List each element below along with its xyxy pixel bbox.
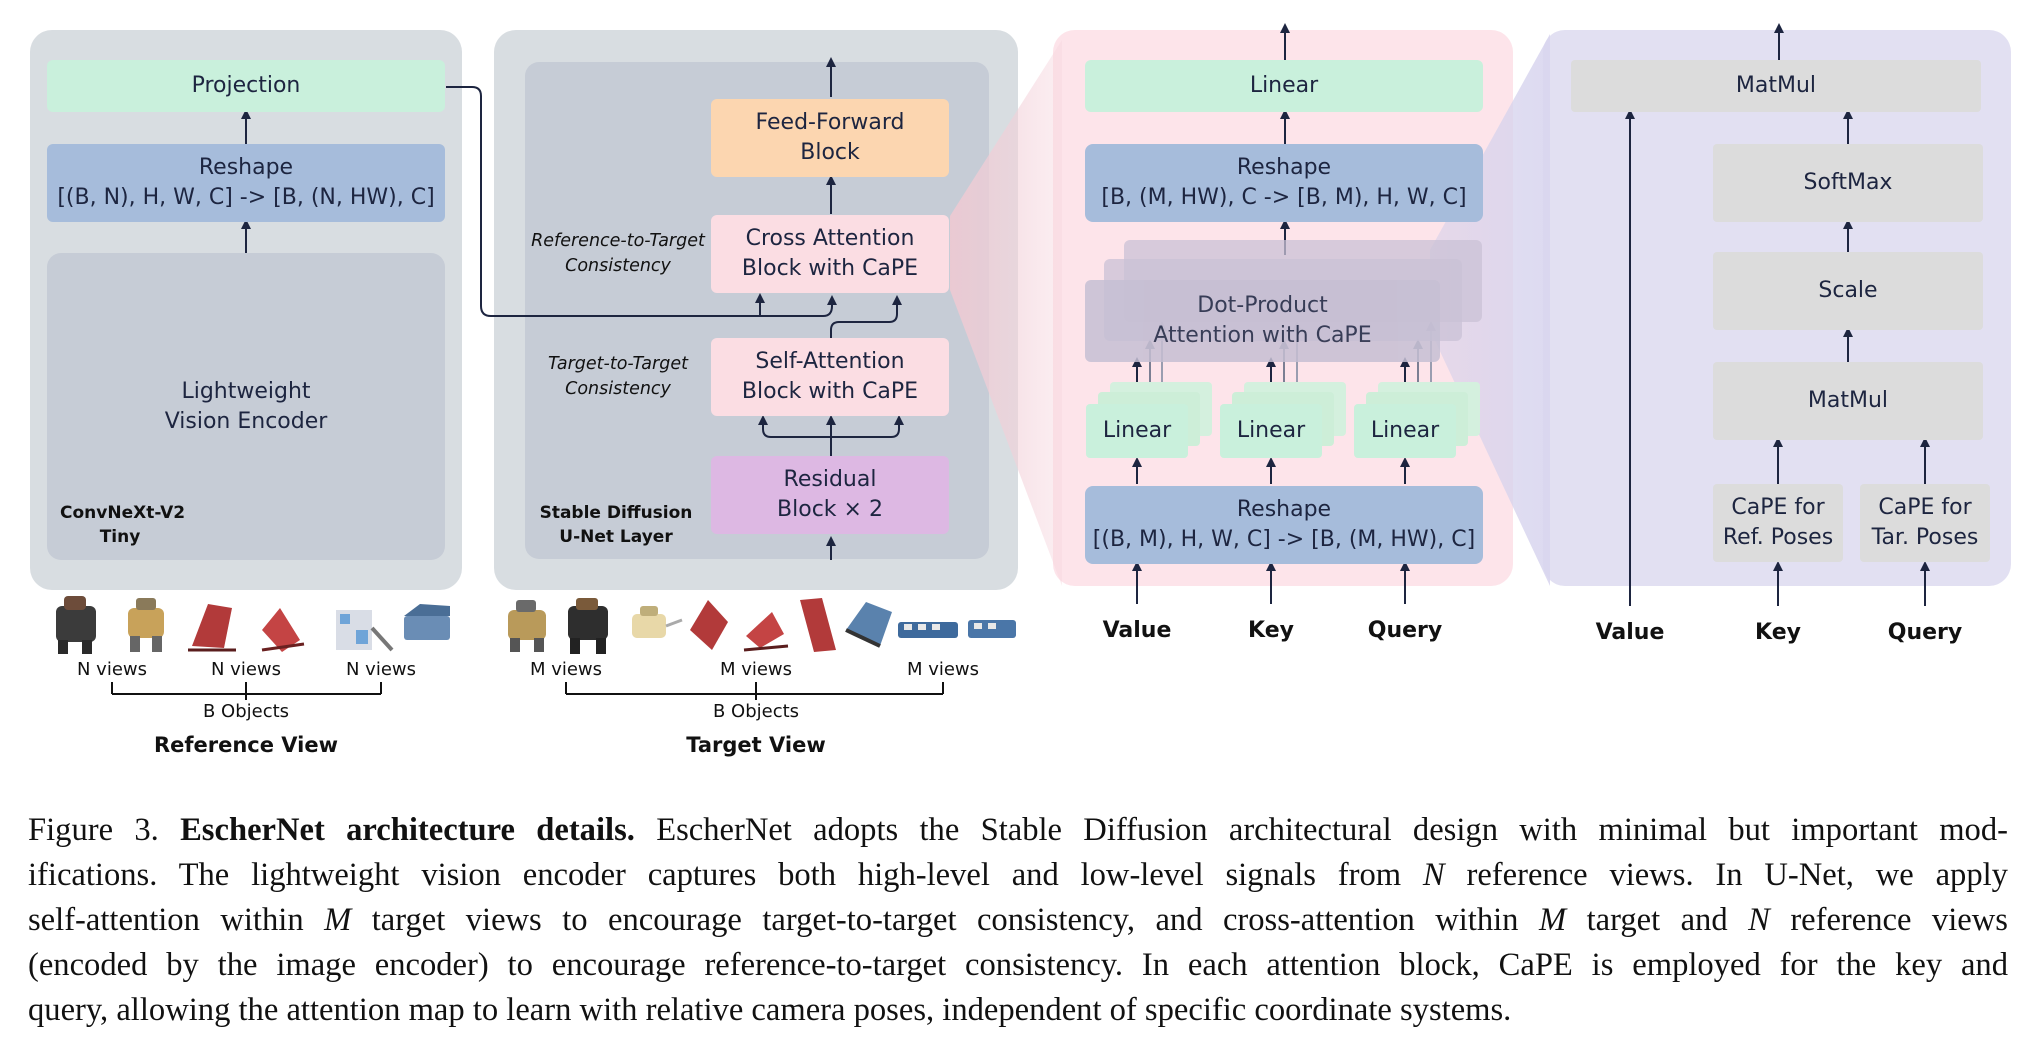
reference-b-objects: B Objects	[202, 701, 290, 722]
figure-caption: Figure 3. EscherNet architecture details…	[28, 808, 2008, 1033]
cape-ref-poses-box: CaPE for Ref. Poses	[1713, 484, 1843, 562]
house-thumbnail-5	[968, 620, 1016, 638]
linear-box-1: Linear	[1086, 404, 1188, 458]
chair-thumbnail-5	[800, 598, 836, 652]
reference-n-views-3: N views	[345, 659, 416, 680]
chair-thumbnail-4	[743, 612, 789, 652]
target-view-thumbnails	[508, 598, 1016, 654]
ref-to-target-label: Reference-to-Target Consistency	[531, 231, 705, 276]
chair-thumbnail-1	[188, 604, 236, 652]
attention-input-value: Value	[1102, 618, 1172, 643]
caption-line-5: query, allowing the attention map to lea…	[28, 992, 1512, 1028]
self-attention-box: Self-Attention Block with CaPE	[711, 338, 949, 416]
matmul-top-box: MatMul	[1571, 60, 1981, 112]
cape-tar-poses-box: CaPE for Tar. Poses	[1860, 484, 1990, 562]
reference-n-views-1: N views	[76, 659, 147, 680]
linear-box-3: Linear	[1354, 404, 1456, 458]
encoder-model-label: ConvNeXt-V2 Tiny	[60, 503, 186, 547]
attention-reshape-top-box: Reshape [B, (M, HW), C -> [B, M), H, W, …	[1085, 144, 1483, 222]
robot-thumbnail-3	[508, 600, 546, 652]
cross-attention-box: Cross Attention Block with CaPE	[711, 215, 949, 293]
chair-thumbnail-3	[690, 600, 728, 650]
house-thumbnail-3	[845, 602, 892, 648]
target-m-views-2: M views	[719, 659, 793, 680]
cape-input-value: Value	[1595, 620, 1665, 645]
projection-box: Projection	[47, 60, 445, 112]
house-thumbnail-1	[336, 610, 394, 652]
caption-line-2: ifications. The lightweight vision encod…	[28, 857, 2008, 893]
robot-thumbnail-2	[128, 598, 164, 652]
caption-line-1: Figure 3. EscherNet architecture details…	[28, 812, 2008, 848]
unet-model-label: Stable Diffusion U-Net Layer	[539, 503, 693, 547]
target-bracket	[565, 682, 944, 700]
figure-label: Figure 3.	[28, 812, 159, 848]
attention-linear-top-box: Linear	[1085, 60, 1483, 112]
attention-input-key: Key	[1248, 618, 1294, 643]
caption-title: EscherNet architecture details.	[180, 812, 635, 848]
linear-box-2: Linear	[1220, 404, 1322, 458]
residual-box: Residual Block × 2	[711, 456, 949, 534]
chair-thumbnail-2	[261, 608, 305, 652]
reference-bracket	[111, 682, 382, 700]
attention-input-query: Query	[1367, 618, 1443, 643]
cape-input-query: Query	[1887, 620, 1963, 645]
robot-thumbnail-4	[568, 598, 608, 654]
feed-forward-box: Feed-Forward Block	[711, 99, 949, 177]
caption-line-3: self-attention within M target views to …	[28, 902, 2008, 938]
robot-thumbnail-5	[632, 606, 683, 638]
target-view-title: Target View	[686, 733, 826, 757]
cape-input-key: Key	[1755, 620, 1801, 645]
target-to-target-label: Target-to-Target Consistency	[548, 354, 688, 399]
house-thumbnail-4	[898, 622, 958, 638]
target-b-objects: B Objects	[712, 701, 800, 722]
encoder-reshape-box: Reshape [(B, N), H, W, C] -> [B, (N, HW)…	[47, 144, 445, 222]
target-m-views-3: M views	[906, 659, 980, 680]
vision-encoder-box: Lightweight Vision Encoder	[47, 253, 445, 560]
attention-reshape-bottom-box: Reshape [(B, M), H, W, C] -> [B, (M, HW)…	[1085, 486, 1483, 564]
house-thumbnail-2	[404, 604, 450, 640]
matmul-mid-box: MatMul	[1713, 362, 1983, 440]
target-m-views-1: M views	[529, 659, 603, 680]
reference-view-thumbnails	[56, 596, 450, 654]
reference-view-title: Reference View	[153, 733, 339, 757]
dot-product-box: Dot-Product Attention with CaPE	[1085, 280, 1440, 362]
robot-thumbnail-1	[56, 596, 96, 654]
scale-box: Scale	[1713, 252, 1983, 330]
zoom-wedge-attention	[950, 40, 1062, 586]
zoom-wedge-cape	[1430, 34, 1550, 586]
reference-n-views-2: N views	[210, 659, 281, 680]
softmax-box: SoftMax	[1713, 144, 1983, 222]
caption-line-4: (encoded by the image encoder) to encour…	[28, 947, 2008, 983]
